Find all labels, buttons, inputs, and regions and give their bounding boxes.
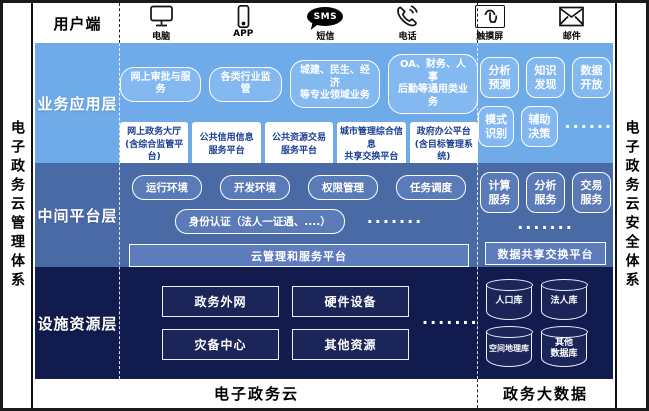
box-hardware-equipment: 硬件设备 [292, 286, 409, 317]
database-row2: 空间地理库 其他 数据库 [485, 326, 646, 367]
footer-bar: 电子政务云 政务大数据 [35, 379, 613, 408]
channel-app: APP [214, 5, 272, 39]
database-row1: 人口库 法人库 [485, 279, 646, 320]
tile-knowledge-discovery: 知识 发现 [526, 57, 565, 98]
database-other: 其他 数据库 [540, 326, 588, 367]
pill-general-business: OA、财务、人事 后勤等通用类业务 [387, 54, 478, 114]
channel-computer: 电脑 [132, 5, 190, 42]
pill-identity-auth: 身份认证（法人一证通、....） [174, 209, 345, 234]
platform-city-mgmt-info: 城市管理综合信息 共享交换平台 [337, 122, 406, 168]
sms-badge-text: SMS [313, 11, 338, 22]
user-terminal-label: 用户端 [53, 14, 102, 33]
app-icon [230, 5, 257, 28]
mid-env-pills: 运行环境 开发环境 权限管理 任务调度 [120, 163, 478, 200]
footer-egov-cloud-label: 电子政务云 [213, 385, 299, 403]
bigdata-tiles-row1: 分析 预测 知识 发现 数据 开放 [478, 57, 613, 98]
layer-label-middle-platform: 中间平台层 [37, 206, 118, 225]
platform-online-gov-hall: 网上政务大厅 (含综合监管平台) [119, 122, 189, 168]
app-platforms: 网上政务大厅 (含综合监管平台) 公共信用信息 服务平台 公共资源交易 服务平台… [119, 122, 479, 168]
database-legal-person: 法人库 [540, 279, 588, 320]
pill-dev-env: 开发环境 [220, 175, 290, 200]
bigdata-app-ellipsis-dots: ······ [564, 116, 613, 136]
bigdata-mid-tiles: 计算 服务 分析 服务 交易 服务 ······· 数据共享交换平台 [478, 163, 613, 267]
right-vertical-title: 电子政务云安全体系 [615, 3, 646, 408]
footer-gov-bigdata-label: 政务大数据 [502, 385, 588, 403]
pill-permission-mgmt: 权限管理 [308, 175, 378, 200]
left-vertical-title: 电子政务云管理体系 [3, 3, 33, 408]
database-cylinder-icon: 空间地理库 [489, 343, 529, 353]
divider-right-dashed-top [477, 3, 478, 43]
bigdata-tiles-row2: 模式 识别 辅助 决策 ······ [478, 106, 613, 147]
layer-label-business-application: 业务应用层 [37, 94, 118, 113]
channel-phone: 电话 [379, 5, 437, 42]
database-cylinder-icon: 其他 数据库 [550, 337, 578, 359]
bigdata-service-tiles: 计算 服务 分析 服务 交易 服务 [478, 172, 613, 213]
channel-label: 电话 [398, 32, 417, 42]
database-cylinder-icon: 人口库 [495, 296, 523, 307]
sms-icon: SMS [307, 5, 344, 28]
tile-analysis-forecast: 分析 预测 [480, 57, 519, 98]
infra-layer-content: 政务外网 硬件设备 灾备中心 其他资源 ······· [120, 267, 478, 379]
divider-left-dashed-top [119, 3, 120, 43]
channel-label: 短信 [316, 32, 335, 42]
tile-data-open: 数据 开放 [572, 57, 611, 98]
pill-task-scheduling: 任务调度 [396, 175, 466, 200]
bigdata-mid-ellipsis-dots: ······· [517, 218, 574, 237]
pill-runtime-env: 运行环境 [132, 175, 202, 200]
database-geospatial: 空间地理库 [485, 326, 533, 367]
database-population: 人口库 [485, 279, 533, 320]
layer-business-application: 业务应用层 网上审批与服务 各类行业监管 城建、民生、经济 等专业领域业务 OA… [35, 43, 613, 189]
channel-sms: SMS 短信 [296, 5, 354, 42]
channel-mail: 邮件 [543, 5, 601, 42]
bigdata-databases: 人口库 法人库 空间地理库 其他 数据库 ······ [478, 279, 646, 367]
layer-label-infrastructure: 设施资源层 [37, 314, 118, 333]
tile-computing-service: 计算 服务 [480, 172, 519, 213]
right-vertical-title-text: 电子政务云安全体系 [623, 120, 640, 291]
data-sharing-exchange-platform-bar: 数据共享交换平台 [485, 242, 606, 265]
tile-analysis-service: 分析 服务 [526, 172, 565, 213]
mail-icon [558, 5, 585, 28]
mid-ellipsis-dots: ······· [366, 211, 424, 231]
channel-label: 邮件 [562, 32, 581, 42]
divider-right-dashed [477, 43, 478, 379]
divider-right-dashed-bottom [477, 379, 478, 408]
phone-icon [394, 5, 421, 28]
app-layer-content: 网上审批与服务 各类行业监管 城建、民生、经济 等专业领域业务 OA、财务、人事… [119, 43, 479, 189]
channel-label: APP [233, 29, 254, 39]
platform-public-resource-trade: 公共资源交易 服务平台 [264, 122, 334, 168]
touchscreen-icon [474, 5, 505, 28]
platform-gov-office: 政府办公平台 (含目标管理系统) [409, 122, 479, 168]
database-cylinder-icon: 法人库 [550, 296, 578, 307]
platform-public-credit: 公共信用信息 服务平台 [192, 122, 261, 168]
left-vertical-title-text: 电子政务云管理体系 [9, 120, 25, 291]
pill-online-approval: 网上审批与服务 [120, 66, 202, 102]
mid-identity-row: 身份认证（法人一证通、....） ······· [120, 209, 478, 234]
channel-label: 电脑 [152, 32, 171, 42]
tile-decision-support: 辅助 决策 [521, 106, 558, 147]
layer-infrastructure-resource: 设施资源层 政务外网 硬件设备 灾备中心 其他资源 ······· 人口库 法人… [35, 267, 613, 379]
pill-industry-supervision: 各类行业监管 [209, 66, 282, 102]
box-other-resources: 其他资源 [292, 329, 409, 360]
channels-list: 电脑 APP SMS 短信 [120, 5, 613, 43]
user-channels-row: 用户端 电脑 APP SMS [35, 3, 613, 43]
channel-label: 触摸屏 [476, 32, 504, 42]
divider-left-dashed [119, 43, 120, 379]
mid-layer-content: 运行环境 开发环境 权限管理 任务调度 身份认证（法人一证通、....） ···… [120, 163, 478, 267]
channel-touchscreen: 触摸屏 [461, 5, 519, 42]
bigdata-app-tiles: 分析 预测 知识 发现 数据 开放 模式 识别 辅助 决策 ······ [478, 43, 613, 163]
diagram-main: 用户端 电脑 APP SMS [35, 3, 613, 408]
box-gov-extranet: 政务外网 [162, 286, 279, 317]
layer-middle-platform: 中间平台层 运行环境 开发环境 权限管理 任务调度 身份认证（法人一证通、...… [35, 163, 613, 267]
app-service-pills: 网上审批与服务 各类行业监管 城建、民生、经济 等专业领域业务 OA、财务、人事… [120, 43, 478, 114]
infra-ellipsis-dots: ······· [422, 313, 479, 332]
tile-trading-service: 交易 服务 [572, 172, 611, 213]
infra-resource-grid: 政务外网 硬件设备 灾备中心 其他资源 [162, 286, 409, 360]
computer-icon [148, 5, 175, 28]
pill-domain-business: 城建、民生、经济 等专业领域业务 [289, 60, 380, 108]
box-disaster-recovery-center: 灾备中心 [162, 329, 279, 360]
cloud-mgmt-service-platform-bar: 云管理和服务平台 [129, 244, 469, 267]
tile-pattern-recognition: 模式 识别 [478, 106, 515, 147]
